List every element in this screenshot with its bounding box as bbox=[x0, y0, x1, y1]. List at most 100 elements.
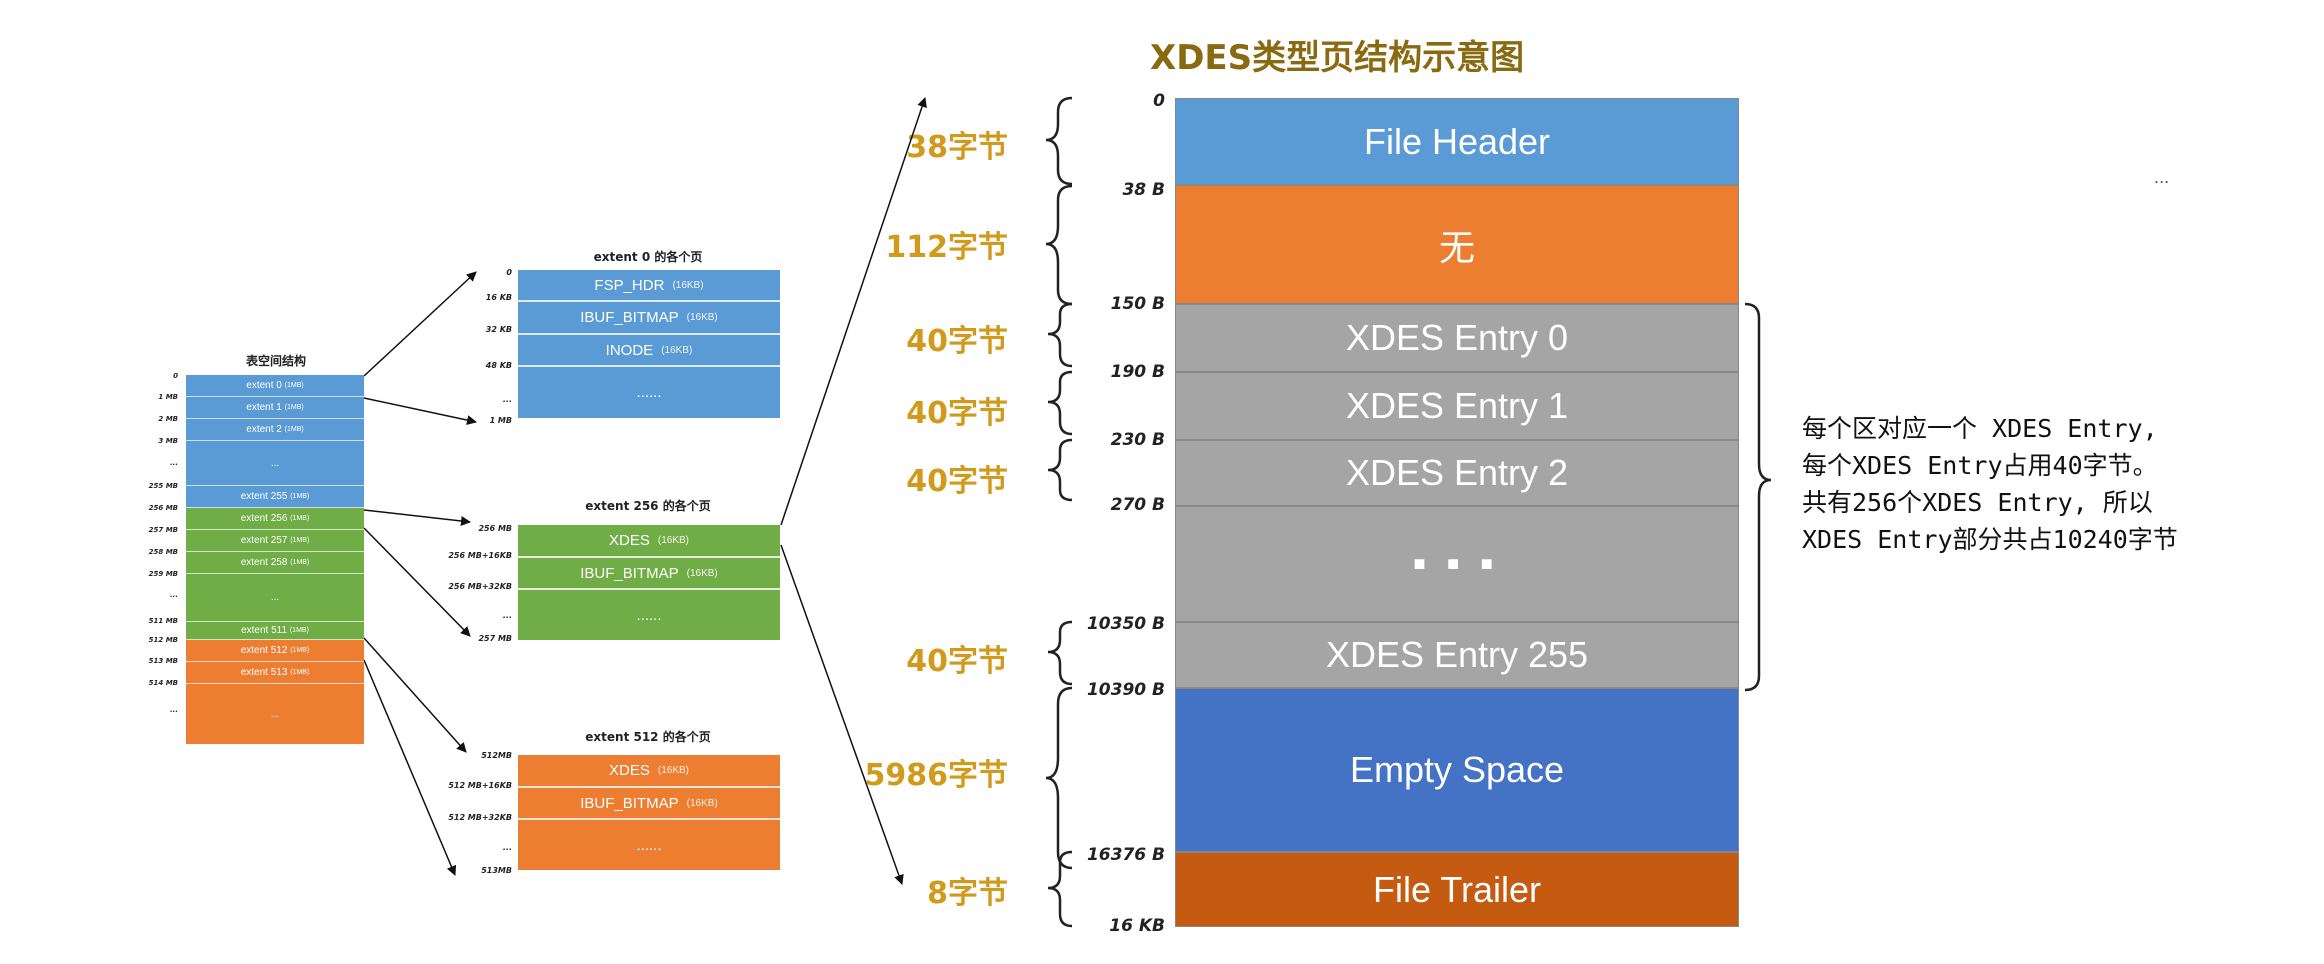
arrow bbox=[363, 271, 477, 377]
page-label: ...... bbox=[636, 384, 662, 401]
offset-label: ... bbox=[502, 843, 512, 852]
file-header-block: File Header bbox=[1175, 98, 1739, 185]
offset-label: 258 MB bbox=[148, 548, 178, 556]
extent-block: extent 2 (1MB) bbox=[186, 419, 364, 441]
offset-label: ... bbox=[170, 591, 178, 599]
page-block: XDES (16KB) bbox=[518, 525, 780, 558]
extent-label: extent 0 bbox=[246, 380, 282, 391]
offset-label: 514 MB bbox=[148, 679, 178, 687]
xdes-entry-2-block: XDES Entry 2 bbox=[1175, 440, 1739, 506]
brace bbox=[1045, 184, 1073, 306]
page-block: ...... bbox=[518, 367, 780, 418]
extent-size: (1MB) bbox=[290, 647, 310, 654]
page-size: (16KB) bbox=[661, 344, 693, 356]
offset-label: 256 MB+32KB bbox=[448, 582, 512, 591]
file-trailer-block: File Trailer bbox=[1175, 852, 1739, 927]
offset-label: 10390 B bbox=[1086, 680, 1165, 700]
page-size: (16KB) bbox=[686, 312, 718, 323]
corner-ellipsis: ... bbox=[2154, 168, 2170, 187]
extent-256-title: extent 256 的各个页 bbox=[585, 499, 711, 513]
block-label: File Trailer bbox=[1372, 868, 1542, 910]
arrow bbox=[363, 509, 471, 526]
block-label: Empty Space bbox=[1349, 749, 1565, 790]
brace bbox=[1744, 302, 1772, 692]
empty-space-block: Empty Space bbox=[1175, 688, 1739, 852]
arrow bbox=[780, 97, 927, 526]
offset-label: 513MB bbox=[481, 866, 512, 875]
offset-label: 270 B bbox=[1110, 495, 1165, 515]
page-size: (16KB) bbox=[672, 279, 704, 291]
size-label: 112字节 bbox=[885, 230, 1008, 265]
offset-label: 0 bbox=[506, 268, 512, 277]
extent-size: (1MB) bbox=[290, 537, 310, 544]
extent-block: extent 257 (1MB) bbox=[186, 530, 364, 552]
extent-block: ... bbox=[186, 574, 364, 622]
offset-label: 255 MB bbox=[148, 482, 178, 490]
offset-label: 190 B bbox=[1110, 362, 1165, 382]
xdes-entry-255-block: XDES Entry 255 bbox=[1175, 622, 1739, 688]
extent-label: extent 1 bbox=[246, 402, 282, 413]
extent-block: extent 0 (1MB) bbox=[186, 375, 364, 397]
extent-label: extent 258 bbox=[240, 557, 288, 568]
arrow bbox=[363, 527, 471, 637]
unused-block: 无 bbox=[1175, 185, 1739, 304]
brace bbox=[1047, 370, 1073, 436]
extent-0-title: extent 0 的各个页 bbox=[593, 250, 703, 264]
block-label: XDES Entry 2 bbox=[1345, 452, 1569, 493]
brace bbox=[1047, 302, 1073, 368]
size-label: 40字节 bbox=[906, 644, 1008, 679]
block-label: File Header bbox=[1363, 120, 1551, 162]
extent-block: extent 255 (1MB) bbox=[186, 486, 364, 508]
offset-label: 513 MB bbox=[148, 657, 178, 665]
page-label: IBUF_BITMAP bbox=[580, 564, 679, 582]
page-block: ...... bbox=[518, 820, 780, 870]
xdes-entry-0-block: XDES Entry 0 bbox=[1175, 304, 1739, 372]
block-label: XDES Entry 1 bbox=[1345, 385, 1569, 426]
brace bbox=[1047, 620, 1073, 686]
arrow bbox=[363, 637, 467, 753]
arrow bbox=[780, 544, 904, 885]
size-label: 40字节 bbox=[906, 464, 1008, 499]
offset-label: ... bbox=[170, 706, 178, 714]
extent-size: (1MB) bbox=[284, 426, 304, 433]
size-label: 5986字节 bbox=[864, 758, 1009, 793]
offset-label: 257 MB bbox=[478, 634, 512, 643]
offset-label: 259 MB bbox=[148, 570, 178, 578]
extent-block: extent 512 (1MB) bbox=[186, 640, 364, 662]
extent-label: extent 255 bbox=[240, 491, 288, 502]
extent-size: (1MB) bbox=[290, 669, 310, 676]
offset-label: 48 KB bbox=[485, 361, 512, 370]
size-label: 38字节 bbox=[906, 130, 1008, 165]
extent-label: extent 2 bbox=[246, 424, 282, 435]
offset-label: 511 MB bbox=[148, 617, 178, 625]
xdes-entry-note: 每个区对应一个 XDES Entry, 每个XDES Entry占用40字节。 … bbox=[1802, 414, 2178, 554]
page-block: IBUF_BITMAP(16KB) bbox=[518, 788, 780, 820]
diagram-title: XDES类型页结构示意图 bbox=[1150, 38, 1525, 78]
offset-label: 3 MB bbox=[158, 437, 178, 445]
page-size: (16KB) bbox=[657, 765, 689, 776]
block-label: 无 bbox=[1438, 226, 1475, 268]
extent-label: ... bbox=[270, 708, 280, 720]
page-size: (16KB) bbox=[686, 567, 718, 579]
arrow bbox=[363, 659, 457, 876]
brace bbox=[1047, 850, 1073, 928]
offset-label: 257 MB bbox=[148, 526, 178, 534]
offset-label: 32 KB bbox=[485, 325, 512, 334]
xdes-ellipsis-block: ■ ■ ■ bbox=[1175, 506, 1739, 622]
extent-block: extent 511 (1MB) bbox=[186, 622, 364, 640]
tablespace-title: 表空间结构 bbox=[245, 354, 306, 368]
offset-label: 38 B bbox=[1122, 180, 1165, 200]
page-label: IBUF_BITMAP bbox=[580, 309, 679, 326]
extent-label: extent 512 bbox=[240, 645, 288, 656]
extent-label: extent 256 bbox=[240, 513, 288, 524]
page-block: IBUF_BITMAP (16KB) bbox=[518, 558, 780, 590]
page-label: XDES bbox=[609, 532, 650, 549]
extent-label: extent 511 bbox=[241, 625, 288, 636]
xdes-entry-1-block: XDES Entry 1 bbox=[1175, 372, 1739, 440]
extent-block: extent 258 (1MB) bbox=[186, 552, 364, 574]
extent-size: (1MB) bbox=[284, 382, 304, 389]
page-size: (16KB) bbox=[657, 535, 689, 546]
page-block: ...... bbox=[518, 590, 780, 640]
page-label: ...... bbox=[636, 606, 662, 624]
offset-label: 10350 B bbox=[1086, 614, 1165, 634]
